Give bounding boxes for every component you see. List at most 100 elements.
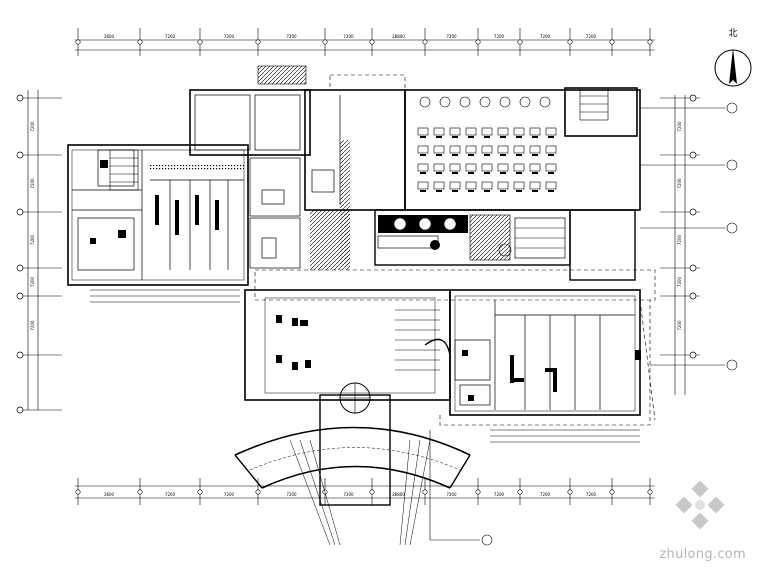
right-axis-marker <box>689 292 697 300</box>
north-label: 北 <box>728 28 737 39</box>
top-dim-label: 7200 <box>494 34 505 39</box>
right-axis-marker <box>689 351 697 359</box>
dining-table <box>481 127 493 136</box>
dining-chair <box>484 136 490 138</box>
right-dimension-chain <box>674 95 686 395</box>
top-grid-axes <box>75 28 653 56</box>
dining-chair <box>548 190 554 192</box>
dining-chair <box>516 154 522 156</box>
bottom-dim-label: 7200 <box>586 492 597 497</box>
top-axis-marker <box>75 39 81 45</box>
dining-table <box>497 145 509 154</box>
right-axis-marker <box>689 264 697 272</box>
bottom-dim-label: 3600 <box>104 492 115 497</box>
dining-table <box>513 145 525 154</box>
top-dim-label: 7200 <box>165 34 176 39</box>
bottom-axis-marker <box>517 489 523 495</box>
stair-and-hatch <box>257 65 350 270</box>
north-arrow: 北 <box>714 28 752 87</box>
round-table <box>539 96 551 108</box>
bottom-dim-label: 7200 <box>446 492 457 497</box>
dining-table <box>513 127 525 136</box>
dining-table <box>481 181 493 190</box>
right-dim-label: 7200 <box>677 178 682 189</box>
dining-chair <box>452 136 458 138</box>
dining-table <box>433 181 445 190</box>
dining-chair <box>420 172 426 174</box>
dining-table <box>433 127 445 136</box>
dining-chair <box>436 172 442 174</box>
dining-table <box>497 163 509 172</box>
top-dim-label: 3600 <box>104 34 115 39</box>
top-axis-marker <box>475 39 481 45</box>
bottom-dim-label: 7200 <box>165 492 176 497</box>
bottom-axis-marker <box>137 489 143 495</box>
dining-table <box>481 163 493 172</box>
left-dimension-chain <box>27 90 39 410</box>
dining-table <box>433 163 445 172</box>
bottom-axis-marker <box>422 489 428 495</box>
left-axis-marker <box>16 292 24 300</box>
bottom-dim-label: 7200 <box>343 492 354 497</box>
dining-table <box>481 145 493 154</box>
round-table <box>479 96 491 108</box>
dimension-text: 3600 3600 7200 7200 7200 7200 7200 7200 7200 7200… <box>30 34 682 497</box>
dining-chair <box>452 154 458 156</box>
left-axis-marker <box>16 208 24 216</box>
dining-table <box>497 127 509 136</box>
dining-table <box>529 163 541 172</box>
round-table <box>439 96 451 108</box>
dining-chair <box>452 190 458 192</box>
dining-table <box>417 145 429 154</box>
left-dim-label: 7200 <box>30 121 35 132</box>
dining-table <box>529 127 541 136</box>
bottom-axis-marker <box>475 489 481 495</box>
dining-chair <box>468 154 474 156</box>
top-dim-label: 7200 <box>540 34 551 39</box>
top-dim-label: 7200 <box>286 34 297 39</box>
left-axis-marker <box>16 151 24 159</box>
dining-table <box>497 181 509 190</box>
bottom-dim-label: 7200 <box>494 492 505 497</box>
dining-chair <box>532 190 538 192</box>
dining-table <box>465 163 477 172</box>
top-dim-label: 28800 <box>392 34 405 39</box>
round-table <box>459 96 471 108</box>
round-table <box>419 96 431 108</box>
dining-chair <box>500 172 506 174</box>
dining-chair <box>484 190 490 192</box>
right-dim-label: 7200 <box>677 121 682 132</box>
top-axis-marker <box>647 39 653 45</box>
dining-chair <box>468 136 474 138</box>
bottom-axis-marker <box>197 489 203 495</box>
dining-chair <box>532 154 538 156</box>
top-axis-marker <box>567 39 573 45</box>
dining-chair <box>452 172 458 174</box>
left-dim-label: 7200 <box>30 234 35 245</box>
round-table <box>499 96 511 108</box>
bottom-axis-marker <box>609 489 615 495</box>
corridor-dashed <box>254 74 656 426</box>
top-dim-label: 7200 <box>446 34 457 39</box>
dining-table <box>433 145 445 154</box>
dining-table <box>465 145 477 154</box>
top-axis-marker <box>422 39 428 45</box>
dining-chair <box>436 154 442 156</box>
dining-chair <box>420 190 426 192</box>
dining-chair <box>468 172 474 174</box>
callout-bubbles <box>429 102 738 546</box>
top-dim-label: 7200 <box>343 34 354 39</box>
left-axis-marker <box>16 406 24 414</box>
right-axis-marker <box>689 208 697 216</box>
left-dim-label: 7200 <box>30 178 35 189</box>
bottom-axis-marker <box>567 489 573 495</box>
dining-table <box>449 145 461 154</box>
entrance-canopy <box>234 426 471 489</box>
dining-table <box>417 127 429 136</box>
left-axis-marker <box>16 351 24 359</box>
dining-chair <box>516 172 522 174</box>
reception-desk <box>339 338 451 414</box>
dining-chair <box>516 136 522 138</box>
dining-table <box>513 163 525 172</box>
